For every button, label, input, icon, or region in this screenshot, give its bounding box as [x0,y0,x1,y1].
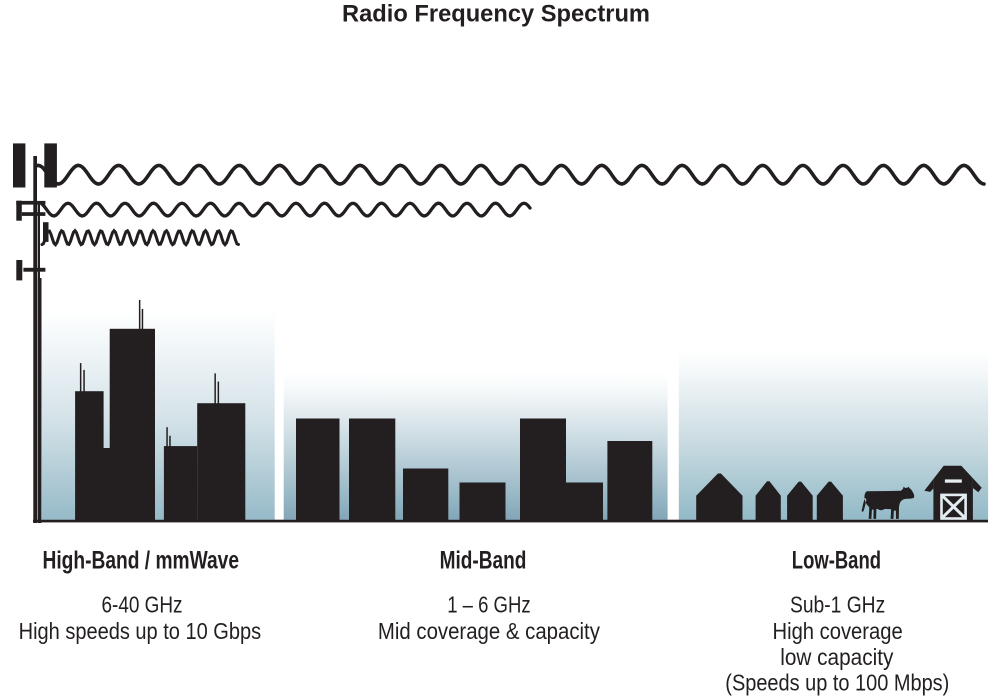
svg-text:Mid-Band: Mid-Band [440,547,527,575]
svg-text:low capacity: low capacity [780,644,893,670]
svg-text:1 – 6 GHz: 1 – 6 GHz [447,591,530,617]
svg-text:Sub-1 GHz: Sub-1 GHz [790,591,885,617]
svg-text:Radio Frequency Spectrum: Radio Frequency Spectrum [342,0,650,27]
svg-text:Mid coverage & capacity: Mid coverage & capacity [378,618,600,644]
svg-text:High speeds up to 10 Gbps: High speeds up to 10 Gbps [19,618,262,644]
svg-text:6-40 GHz: 6-40 GHz [102,591,183,617]
svg-text:High coverage: High coverage [773,618,903,644]
svg-text:(Speeds up to 100 Mbps): (Speeds up to 100 Mbps) [725,670,949,696]
svg-text:High-Band / mmWave: High-Band / mmWave [43,547,240,575]
svg-text:Low-Band: Low-Band [792,547,881,575]
